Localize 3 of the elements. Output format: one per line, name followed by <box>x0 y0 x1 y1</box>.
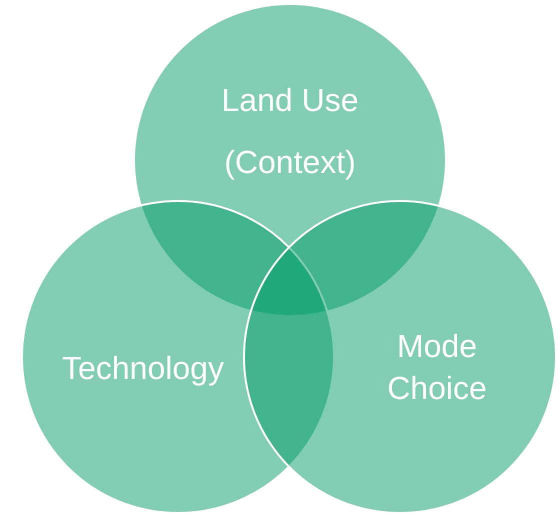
circle-label: Technology <box>61 349 225 388</box>
circle-label: Mode Choice <box>386 327 488 408</box>
circle-label: Land Use (Context) <box>220 81 360 182</box>
